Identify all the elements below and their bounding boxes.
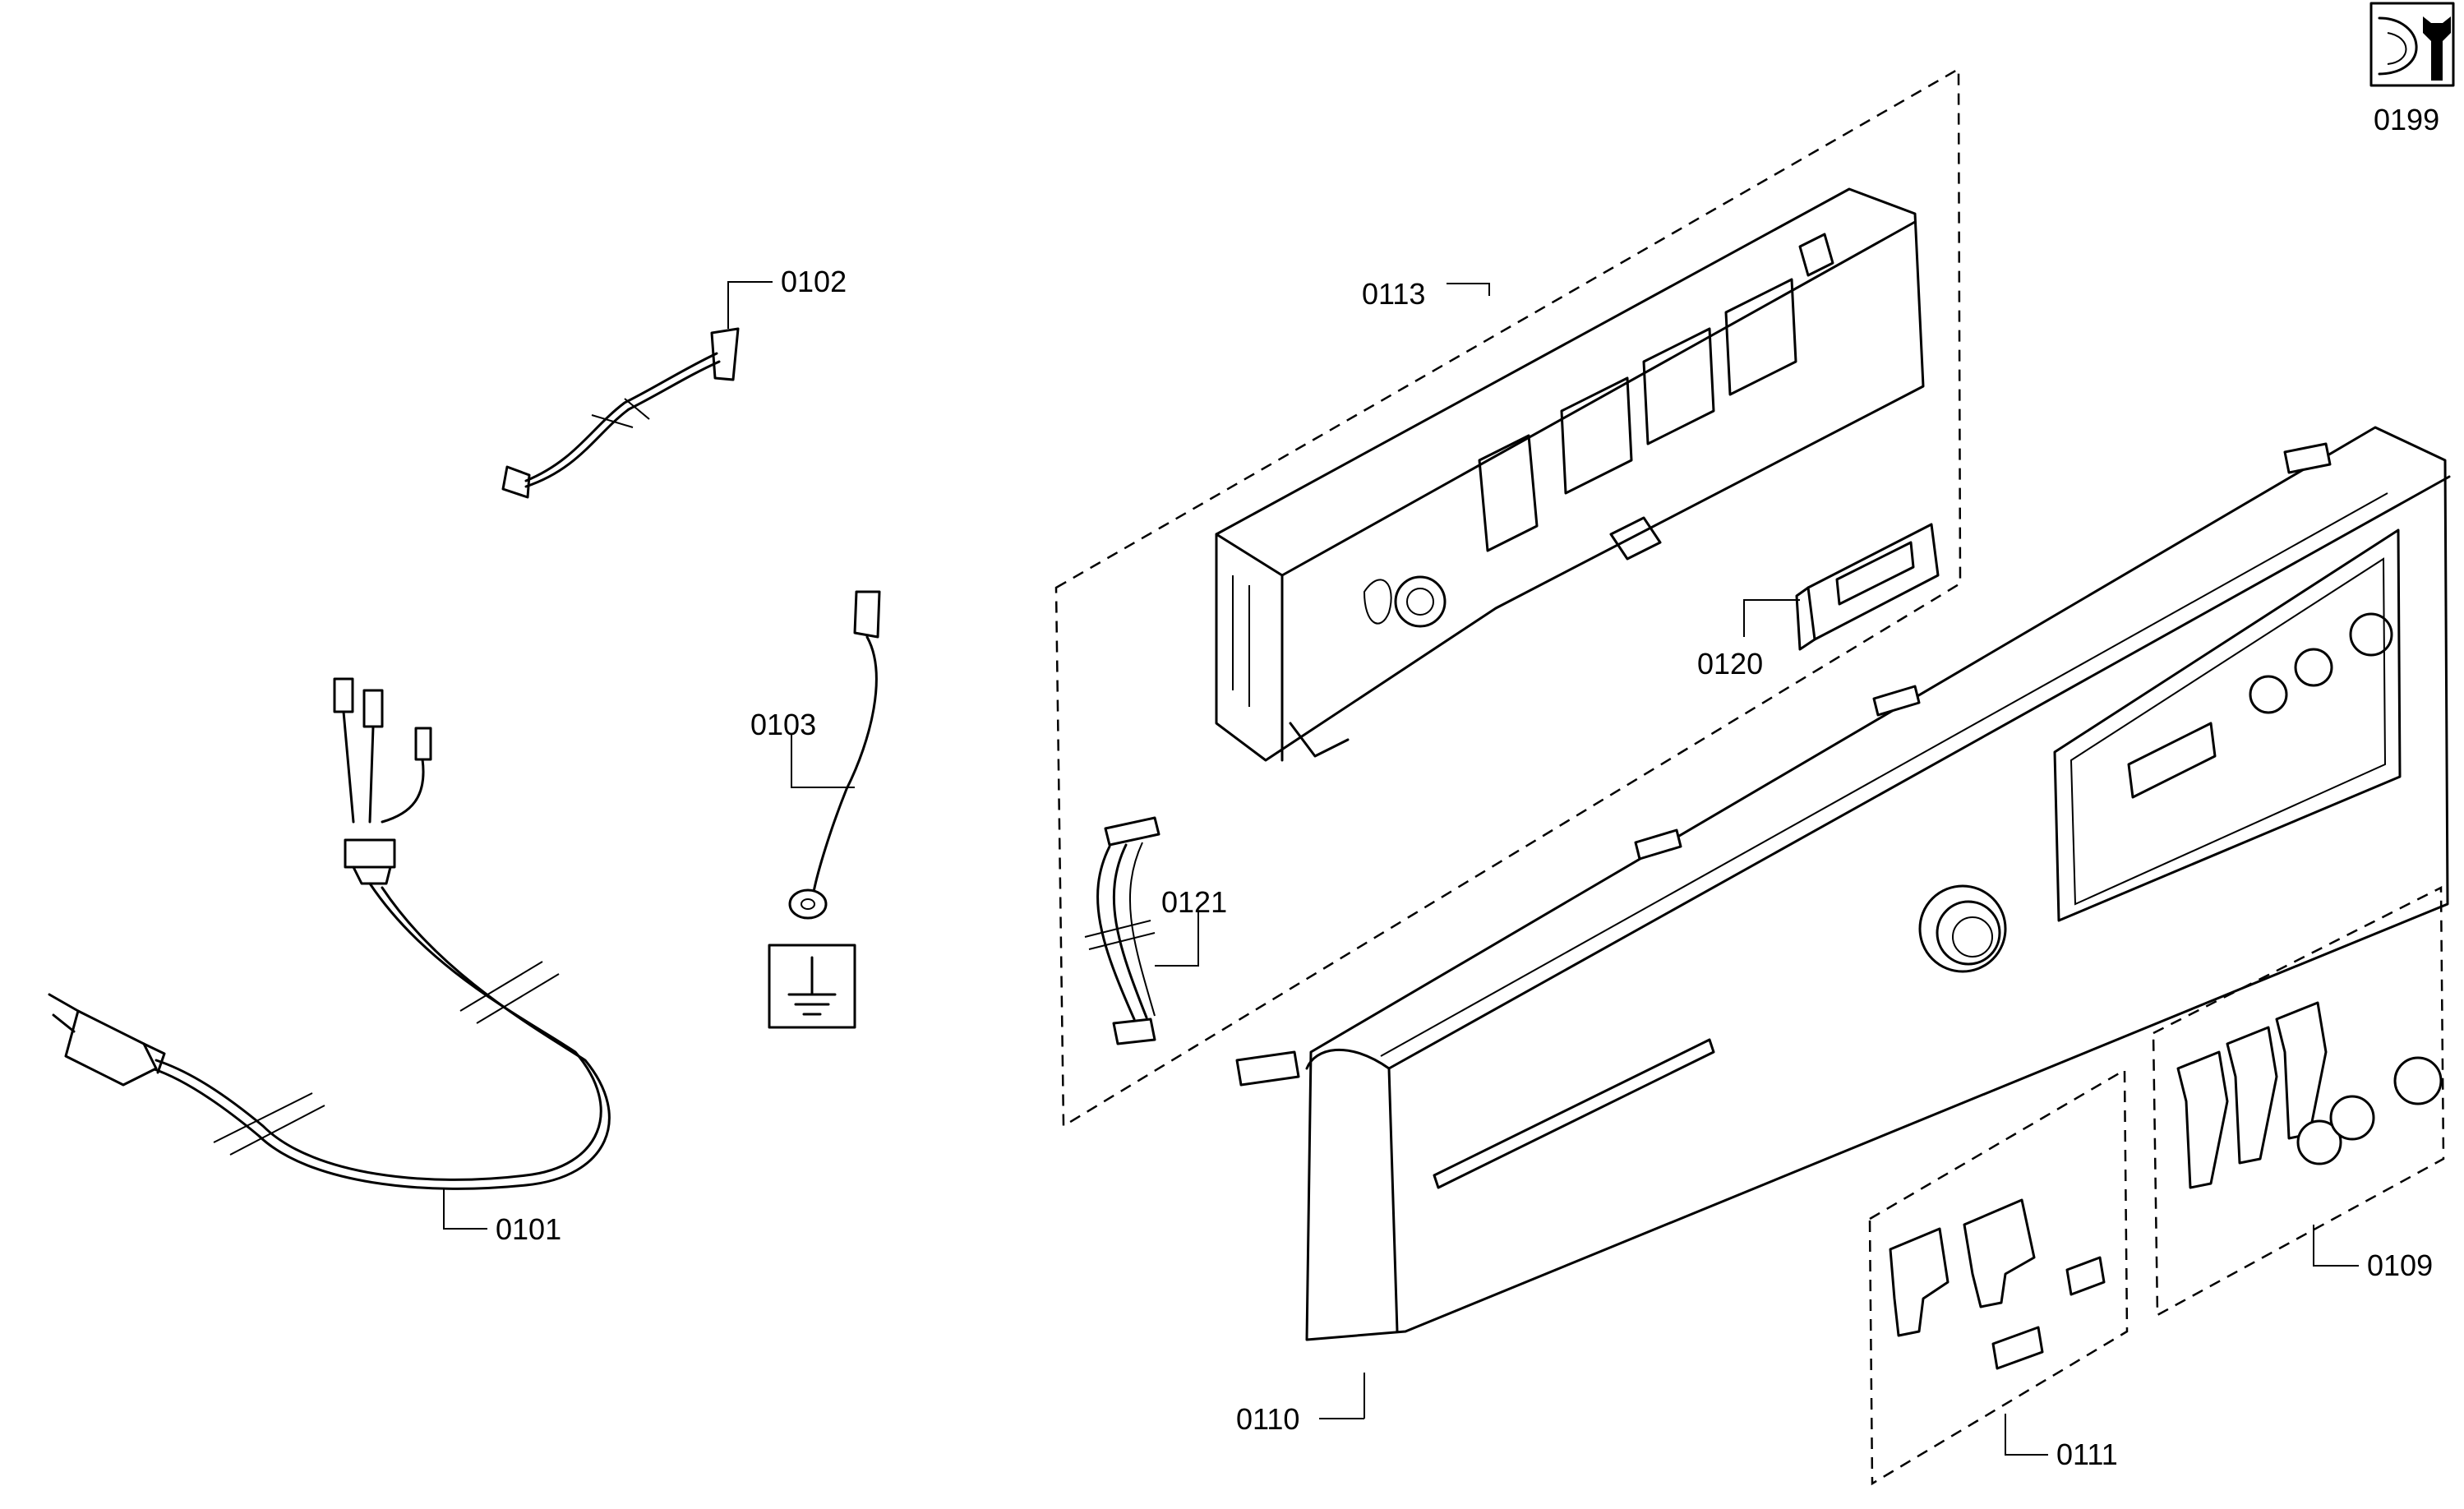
callout-0113: 0113 (1362, 277, 1425, 311)
callout-0102: 0102 (781, 265, 847, 298)
knob-switches-0109 (2176, 1001, 2443, 1189)
leader-0120 (1743, 599, 1800, 637)
leader-0102 (727, 281, 773, 329)
callout-0120: 0120 (1697, 647, 1763, 681)
callout-0121: 0121 (1161, 885, 1227, 919)
callout-0101: 0101 (496, 1212, 561, 1246)
group-outline-0111 (1868, 1068, 2129, 1486)
callout-0111: 0111 (2056, 1437, 2118, 1471)
leader-0109 (2313, 1225, 2359, 1267)
control-panel-0110 (1235, 426, 2451, 1341)
leader-0101 (443, 1188, 487, 1230)
wrench-drum-icon (2369, 2, 2455, 87)
button-switches-0111 (1889, 1198, 2106, 1370)
callout-0199: 0199 (2374, 103, 2439, 136)
callout-0110: 0110 (1236, 1402, 1299, 1436)
leader-0111 (2005, 1414, 2048, 1456)
ground-symbol-icon (768, 944, 856, 1029)
display-board-0120 (1795, 523, 1940, 651)
callout-0109: 0109 (2367, 1248, 2433, 1282)
callout-0103: 0103 (750, 708, 816, 741)
group-outline-0109 (2152, 885, 2445, 1317)
leader-0113 (1447, 283, 1490, 296)
control-module-0113 (1215, 187, 1925, 762)
ground-wire-0103 (788, 590, 881, 920)
power-cord-0101 (48, 677, 611, 1190)
leader-0121 (1155, 912, 1199, 967)
wire-harness-0102 (501, 327, 740, 499)
connector-harness-0121 (1084, 816, 1160, 1045)
leader-0103 (791, 734, 855, 788)
group-outline-control-module (1054, 67, 1962, 1128)
